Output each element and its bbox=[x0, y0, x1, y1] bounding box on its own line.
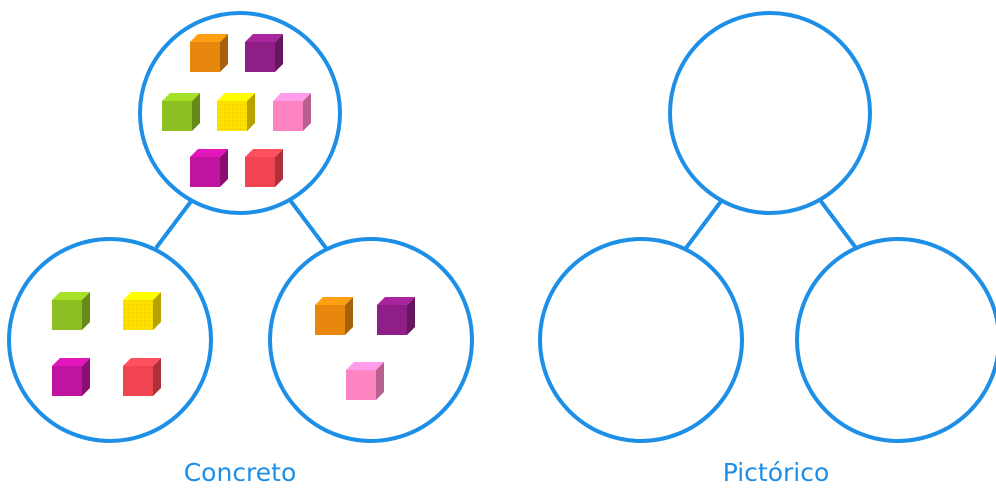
part-circle-left bbox=[7, 237, 213, 443]
whole-circle bbox=[138, 11, 342, 215]
cube-front-face bbox=[123, 366, 153, 396]
cube-side-face bbox=[153, 292, 161, 330]
orange-cube bbox=[190, 34, 228, 72]
part-circle-right bbox=[795, 237, 996, 443]
cube-front-face bbox=[162, 101, 192, 131]
cube-side-face bbox=[82, 358, 90, 396]
cube-top-face bbox=[190, 34, 228, 42]
cube-side-face bbox=[220, 149, 228, 187]
cube-front-face bbox=[52, 366, 82, 396]
cube-side-face bbox=[275, 149, 283, 187]
cube-side-face bbox=[303, 93, 311, 131]
green-cube bbox=[162, 93, 200, 131]
orange-cube bbox=[315, 297, 353, 335]
cube-front-face bbox=[245, 157, 275, 187]
cube-side-face bbox=[153, 358, 161, 396]
cube-dot-texture bbox=[346, 370, 376, 400]
cube-top-face bbox=[162, 93, 200, 101]
part-circle-right bbox=[268, 237, 474, 443]
cube-dot-texture bbox=[123, 300, 153, 330]
cube-side-face bbox=[345, 297, 353, 335]
cube-top-face bbox=[245, 149, 283, 157]
cube-front-face bbox=[245, 42, 275, 72]
cube-top-face bbox=[245, 34, 283, 42]
bond-concreto bbox=[7, 11, 474, 443]
cube-side-face bbox=[82, 292, 90, 330]
cube-top-face bbox=[190, 149, 228, 157]
connector-line bbox=[684, 198, 724, 250]
cube-top-face bbox=[377, 297, 415, 305]
connector-line bbox=[288, 198, 328, 250]
red-cube bbox=[245, 149, 283, 187]
cube-front-face bbox=[190, 42, 220, 72]
purple-cube bbox=[245, 34, 283, 72]
cube-group bbox=[52, 34, 415, 400]
magenta-cube bbox=[190, 149, 228, 187]
pink-cube bbox=[273, 93, 311, 131]
cube-side-face bbox=[407, 297, 415, 335]
cube-dot-texture bbox=[273, 101, 303, 131]
cube-top-face bbox=[123, 292, 161, 300]
yellow-cube bbox=[123, 292, 161, 330]
magenta-cube bbox=[52, 358, 90, 396]
connector-line bbox=[818, 198, 858, 250]
yellow-cube bbox=[217, 93, 255, 131]
cube-dot-texture bbox=[217, 101, 247, 131]
cube-side-face bbox=[192, 93, 200, 131]
cube-top-face bbox=[52, 292, 90, 300]
green-cube bbox=[52, 292, 90, 330]
cube-front-face bbox=[52, 300, 82, 330]
cube-front-face bbox=[190, 157, 220, 187]
cube-side-face bbox=[376, 362, 384, 400]
cube-side-face bbox=[275, 34, 283, 72]
purple-cube bbox=[377, 297, 415, 335]
cube-front-face bbox=[315, 305, 345, 335]
bond-pictorico bbox=[538, 11, 996, 443]
pink-cube bbox=[346, 362, 384, 400]
label-concreto: Concreto bbox=[183, 458, 297, 487]
connector-line bbox=[154, 198, 194, 250]
whole-circle bbox=[668, 11, 872, 215]
cube-top-face bbox=[273, 93, 311, 101]
cube-top-face bbox=[315, 297, 353, 305]
cube-top-face bbox=[52, 358, 90, 366]
cube-top-face bbox=[346, 362, 384, 370]
cube-side-face bbox=[247, 93, 255, 131]
cube-top-face bbox=[217, 93, 255, 101]
label-pictorico: Pictórico bbox=[722, 458, 830, 487]
red-cube bbox=[123, 358, 161, 396]
cube-front-face bbox=[377, 305, 407, 335]
cube-top-face bbox=[123, 358, 161, 366]
part-circle-left bbox=[538, 237, 744, 443]
cube-side-face bbox=[220, 34, 228, 72]
